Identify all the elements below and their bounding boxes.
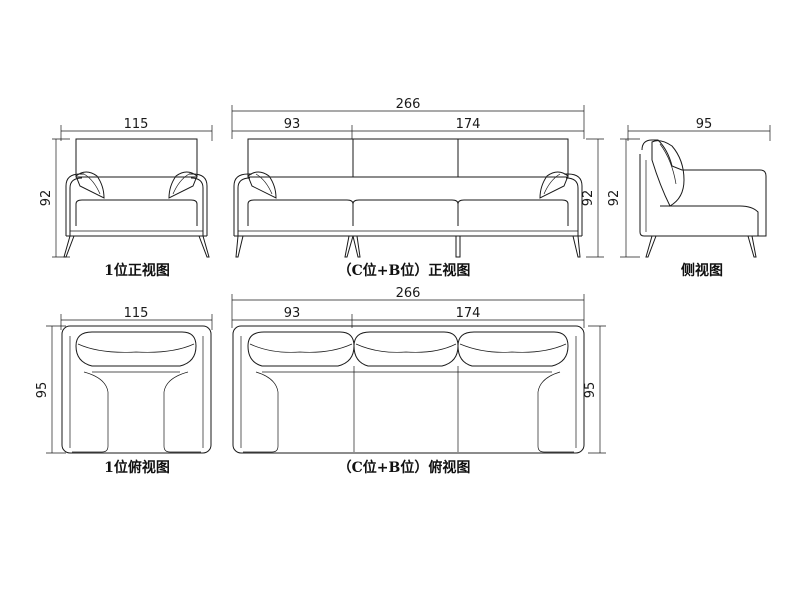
combo-front-height-label: 92 [581, 190, 596, 207]
combo-front-caption: （C位+B位）正视图 [338, 262, 471, 279]
single-top-width-dimension: 115 [60, 306, 213, 330]
combo-top-total-dimension: 266 [231, 286, 585, 328]
single-top-width-label: 115 [124, 306, 149, 321]
single-front-height-dimension: 92 [39, 138, 70, 258]
single-front-width-label: 115 [124, 117, 149, 132]
combo-top-right-label: 174 [456, 306, 481, 321]
side-caption: 侧视图 [681, 262, 723, 279]
side-height-dimension: 92 [607, 138, 640, 258]
combo-front-right-label: 174 [456, 117, 481, 132]
single-front-view: 115 92 1位正视图 [39, 117, 213, 279]
single-front-caption: 1位正视图 [104, 262, 170, 279]
single-top-depth-label: 95 [35, 382, 50, 399]
combo-top-caption: （C位+B位）俯视图 [338, 459, 471, 476]
side-height-label: 92 [607, 190, 622, 207]
single-top-depth-dimension: 95 [35, 325, 66, 454]
combo-top-depth-dimension: 95 [583, 325, 606, 454]
single-top-view: 115 95 1位俯视图 [35, 306, 213, 476]
combo-front-total-label: 266 [396, 97, 421, 112]
combo-front-height-dimension: 92 [581, 138, 604, 258]
combo-top-left-label: 93 [284, 306, 301, 321]
side-depth-dimension: 95 [627, 117, 771, 141]
combo-top-total-label: 266 [396, 286, 421, 301]
combo-front-total-dimension: 266 [231, 97, 585, 139]
combo-top-depth-label: 95 [583, 382, 598, 399]
side-view: 95 92 侧视图 [607, 117, 771, 279]
combo-front-view: 266 93 174 92 [231, 97, 604, 279]
single-front-height-label: 92 [39, 190, 54, 207]
combo-top-part-dimension: 93 174 [232, 306, 584, 328]
side-depth-label: 95 [696, 117, 713, 132]
combo-front-left-label: 93 [284, 117, 301, 132]
combo-top-view: 266 93 174 95 （C位+B位）俯视图 [231, 286, 606, 476]
single-front-width-dimension: 115 [60, 117, 213, 141]
single-top-caption: 1位俯视图 [104, 459, 170, 476]
combo-front-part-dimension: 93 174 [232, 117, 584, 139]
